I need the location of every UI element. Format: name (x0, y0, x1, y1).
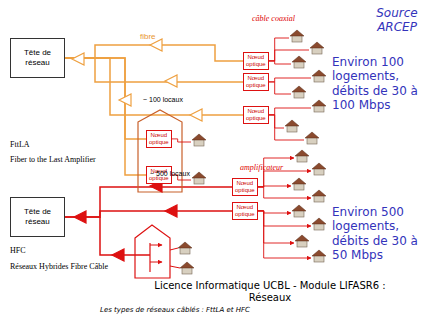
house-roof (292, 205, 306, 211)
coax-line (172, 139, 191, 142)
house-roof (312, 100, 326, 106)
coax-line (150, 245, 162, 246)
house-roof (295, 235, 309, 241)
optical-node-box: Nœud optique (243, 106, 269, 124)
fibre-connector (65, 58, 243, 82)
diagram-name: HFC (10, 246, 26, 255)
optical-node-box: Nœud optique (232, 178, 258, 196)
house-roof (290, 30, 304, 36)
node-text: Tête de réseau (15, 48, 60, 68)
optical-node-box: Nœud optique (232, 202, 258, 220)
coax-line (170, 248, 178, 250)
house-roof (192, 172, 206, 178)
house-roof (312, 163, 326, 169)
optical-node-box: Nœud optique (146, 130, 172, 148)
diagram-name: FttLA (10, 140, 30, 149)
house-roof (310, 42, 324, 48)
riser-line (149, 243, 150, 272)
fibre-connector (65, 211, 232, 217)
amplifier-symbol (74, 211, 86, 223)
coax-line (269, 61, 291, 64)
node-text: Nœud optique (235, 180, 255, 194)
optical-node-box: Nœud optique (243, 52, 269, 70)
headend-box: Tête de réseau (10, 38, 65, 78)
amplifier-symbol (72, 53, 84, 65)
amplifier-symbol (165, 75, 177, 87)
source-note: Source ARCEP (362, 6, 432, 35)
coax-line (258, 171, 311, 187)
amplifiers (72, 39, 202, 261)
house-roof (285, 120, 299, 126)
coax-line (258, 187, 311, 198)
coax-line (269, 78, 311, 82)
house-roof (312, 70, 326, 76)
coax-line (150, 262, 162, 263)
coax-line (258, 211, 294, 243)
fibre-connector (65, 58, 243, 115)
amplifier-symbol (190, 109, 202, 121)
coax-line (269, 115, 304, 140)
amplifier-symbol (112, 249, 124, 261)
node-text: Nœud optique (246, 108, 266, 122)
house-roof (192, 134, 206, 140)
house-roof (292, 56, 306, 62)
footer-text: Licence Informatique UCBL - Module LIFAS… (135, 280, 405, 304)
coax-line (258, 211, 311, 258)
house-roof (292, 86, 306, 92)
coax-line (258, 158, 294, 187)
count-label: ~ 500 locaux (150, 170, 190, 177)
amplifier-symbol (119, 94, 131, 106)
house-roof (312, 218, 326, 224)
node-text: Tête de réseau (15, 207, 60, 227)
coax-line (269, 115, 284, 128)
house-roof (178, 242, 192, 248)
node-text: Nœud optique (149, 132, 169, 146)
cable-label: câble coaxial (252, 14, 295, 23)
diagram-subtitle: Fiber to the Last Amplifier (10, 155, 96, 164)
amplifier-symbol (165, 205, 177, 217)
houses (178, 30, 326, 274)
building-outline (138, 110, 182, 192)
house-roof (292, 178, 306, 184)
coax-line (269, 50, 309, 61)
summary-note: Environ 100 logements, débits de 30 à 10… (332, 55, 432, 113)
coax-lines (172, 38, 311, 258)
coax-line (269, 38, 289, 61)
optical-node-box: Nœud optique (243, 73, 269, 91)
amplifier-label: amplificateur (240, 163, 283, 172)
house-roof (305, 132, 319, 138)
diagram-subtitle: Réseaux Hybrides Fibre Câble (10, 262, 108, 271)
fibre-connector (65, 58, 146, 139)
coax-line (258, 211, 311, 226)
headend-box: Tête de réseau (10, 197, 65, 237)
caption: Les types de réseaux câblés : FttLA et H… (100, 306, 250, 314)
building-outline (135, 225, 170, 278)
fibre-label: fibre (140, 32, 156, 41)
house-roof (312, 190, 326, 196)
node-text: Nœud optique (235, 204, 255, 218)
node-text: Nœud optique (246, 75, 266, 89)
house-roof (180, 262, 194, 268)
summary-note: Environ 500 logements, débits de 30 à 50… (332, 205, 432, 263)
house-roof (312, 250, 326, 256)
count-label: ~ 100 locaux (143, 96, 183, 103)
coax-line (269, 82, 291, 94)
coax-line (269, 108, 311, 115)
coax-line (170, 266, 180, 268)
node-text: Nœud optique (246, 54, 266, 68)
house-roof (295, 150, 309, 156)
coax-line (100, 217, 150, 255)
